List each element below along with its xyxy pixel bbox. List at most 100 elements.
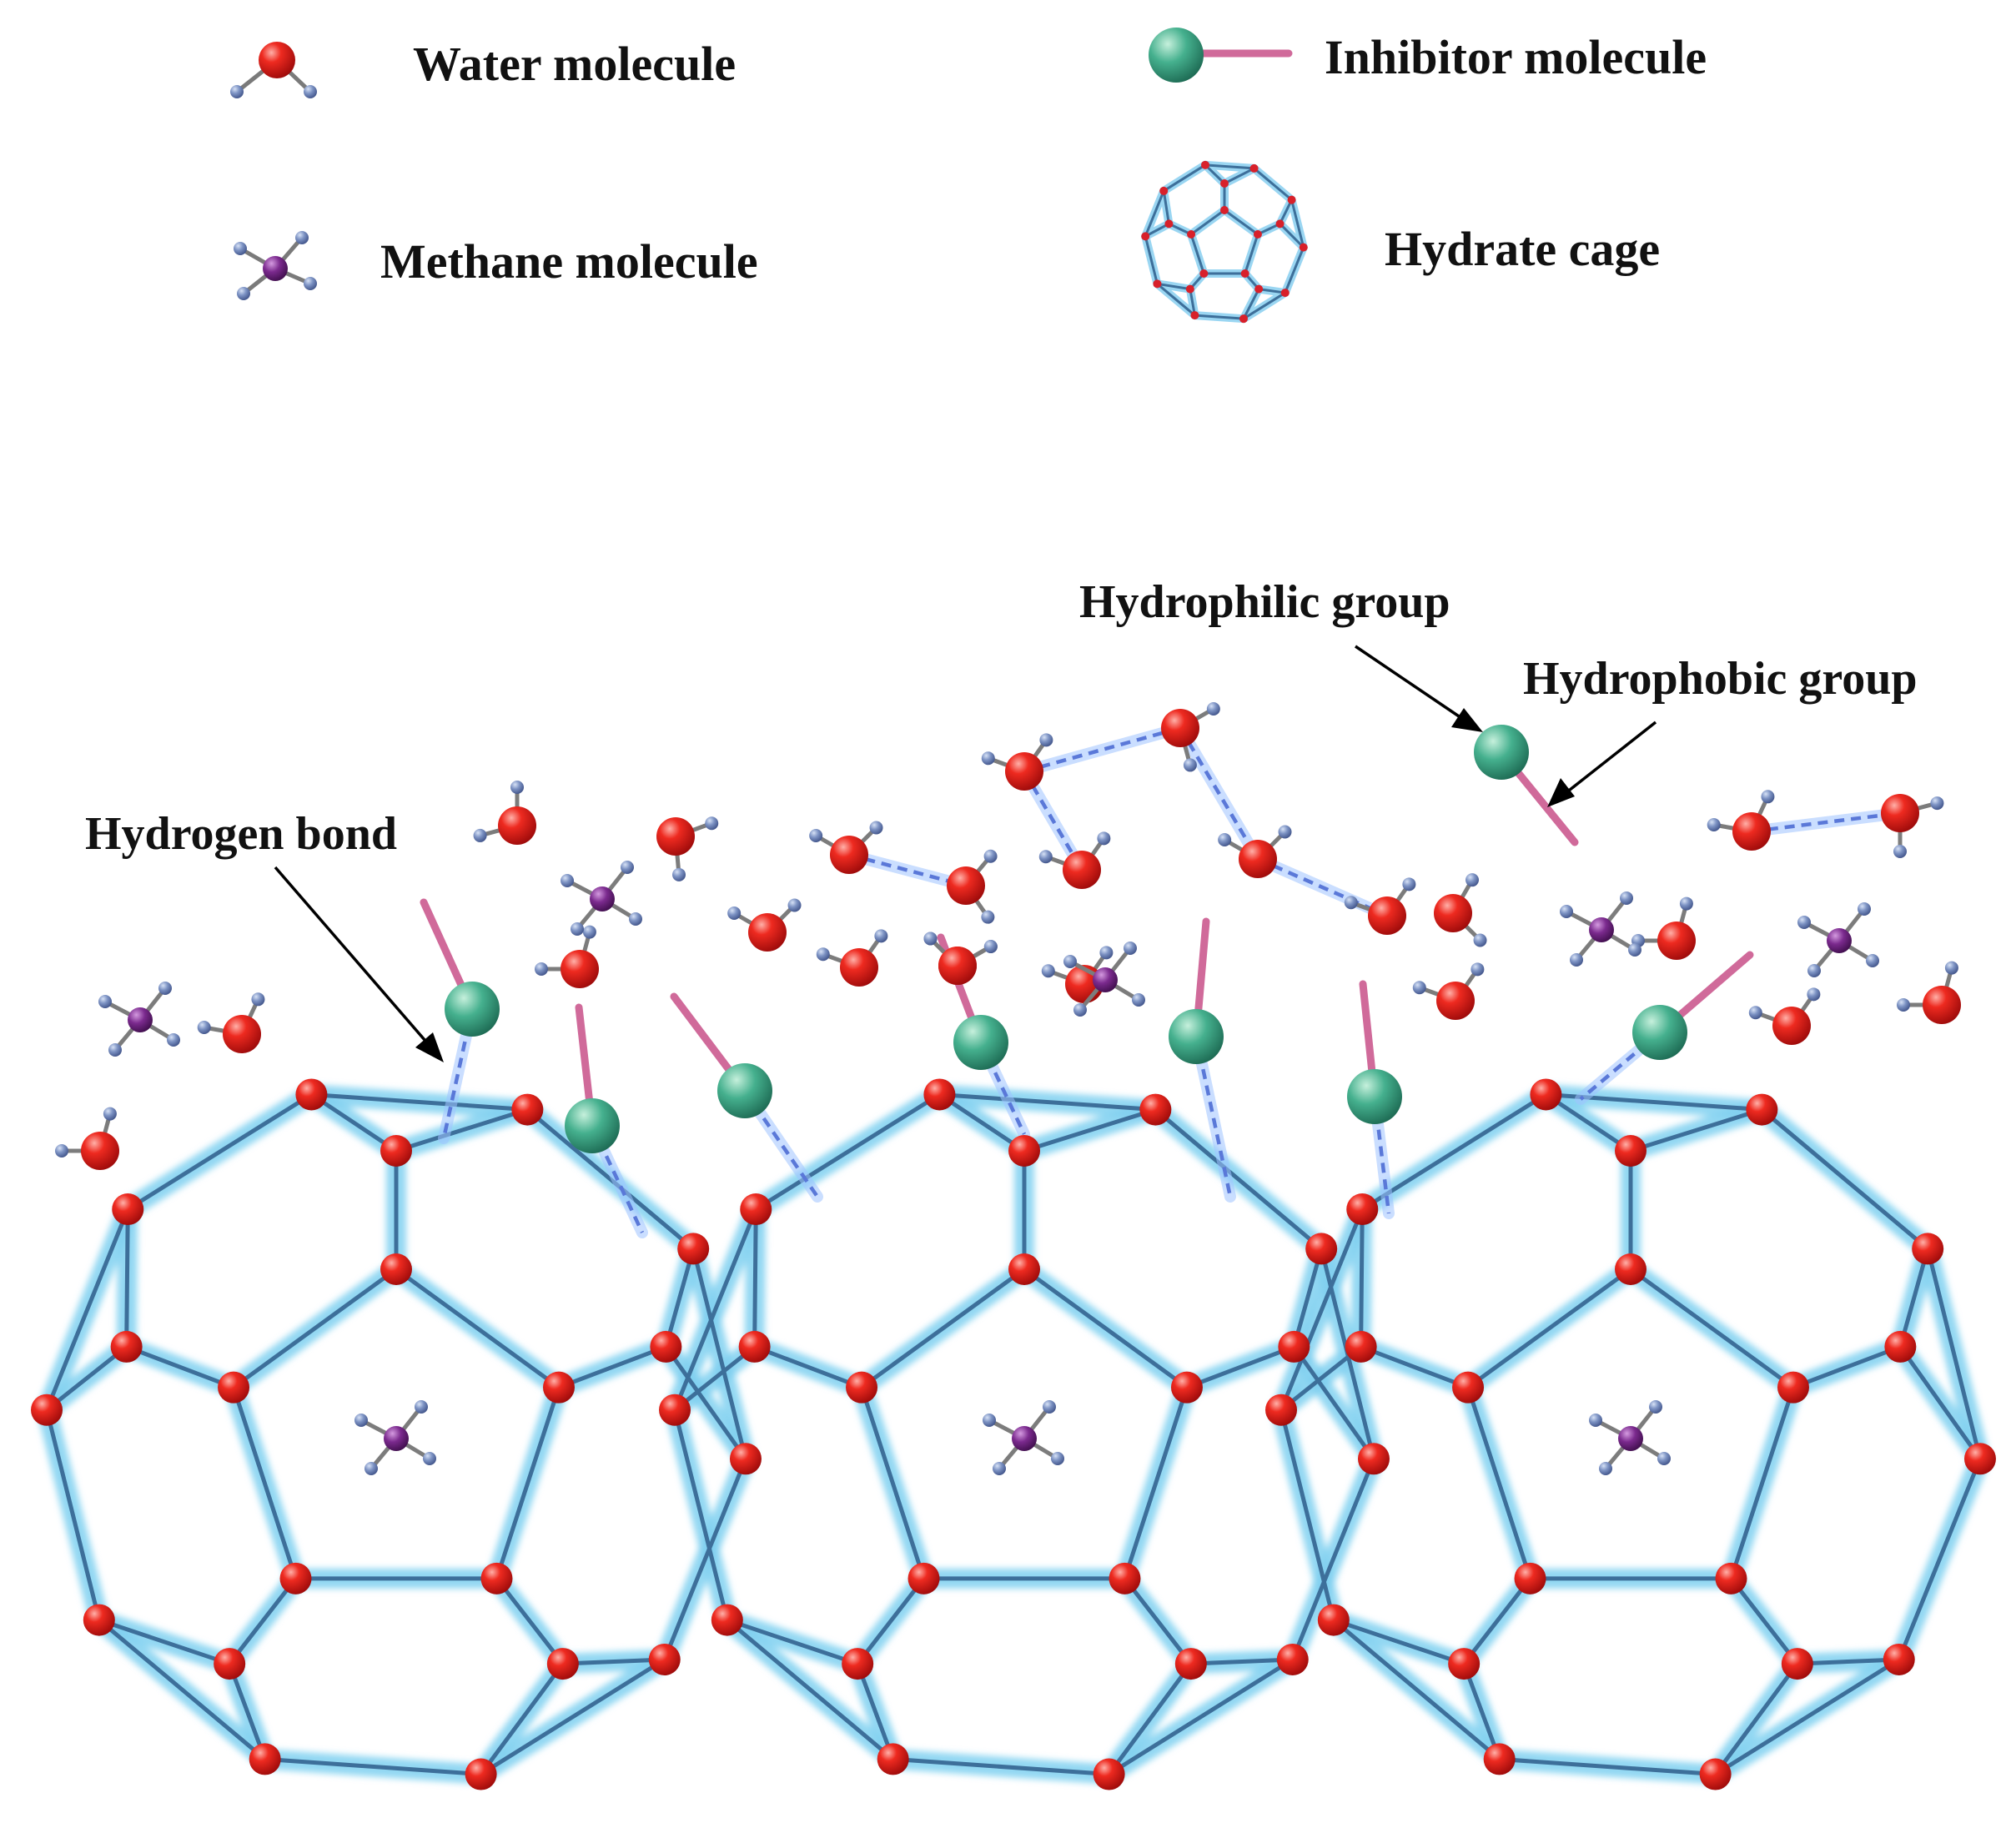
legend-cage-edge — [1144, 223, 1170, 238]
cage-edge — [1461, 1661, 1502, 1761]
hydrogen-atom — [1278, 825, 1292, 839]
legend-cage-edge — [1290, 199, 1305, 248]
oxygen-atom — [1963, 1443, 1996, 1475]
oxygen-atom — [1357, 1443, 1390, 1475]
hydrogen-atom — [816, 947, 830, 962]
hydrogen-atom — [1344, 896, 1358, 910]
oxygen-atom — [112, 1193, 144, 1226]
oxygen-atom — [648, 1643, 681, 1675]
oxygen-atom — [650, 1330, 682, 1363]
legend-cage-edge — [1224, 208, 1259, 236]
oxygen-atom — [218, 1371, 250, 1404]
oxygen-atom — [846, 1371, 878, 1404]
water-molecule — [923, 932, 998, 985]
oxygen-atom — [1368, 896, 1406, 935]
hydrogen-atom — [415, 1400, 428, 1414]
cage-edge — [1107, 1661, 1194, 1777]
legend-cage-vertex — [1240, 269, 1249, 278]
hydrophobic-group-arrow — [1547, 721, 1657, 807]
oxygen-atom — [1777, 1371, 1809, 1404]
oxygen-atom — [561, 950, 599, 988]
legend-inhibitor-symbol — [1149, 28, 1293, 83]
methane-molecule — [1063, 942, 1145, 1017]
hydrogen-atom — [1041, 964, 1055, 978]
hydrogen-bond — [1023, 726, 1181, 774]
cage-edge — [1898, 1344, 1983, 1461]
hydrogen-atom — [197, 1021, 211, 1035]
legend-cage-vertex — [1141, 232, 1150, 241]
hydrogen-atom — [1944, 961, 1958, 975]
hydrogen-atom — [1797, 916, 1811, 929]
hydrogen-atom — [1073, 1003, 1087, 1017]
cage-edge — [725, 1618, 860, 1666]
oxygen-atom — [1239, 840, 1277, 878]
oxygen-atom — [1305, 1233, 1338, 1265]
legend-cage-edge — [1284, 247, 1305, 294]
hydrogen-atom — [1039, 733, 1053, 747]
oxygen-atom — [656, 817, 695, 856]
hydrogen-atom — [1893, 845, 1907, 858]
oxygen-atom — [1923, 986, 1961, 1024]
oxygen-atom — [1265, 1394, 1298, 1426]
inhibitor-molecule — [1474, 725, 1579, 846]
oxygen-atom — [938, 947, 977, 985]
hydrogen-atom — [1471, 962, 1485, 977]
cage-edge — [1153, 1107, 1324, 1251]
hydrogen-atom — [423, 1452, 436, 1465]
hydrogen-atom — [983, 940, 998, 953]
carbon-atom — [384, 1426, 409, 1451]
cage-edge — [44, 1207, 130, 1413]
oxygen-atom — [1093, 1758, 1125, 1790]
hydrogen-atom — [1707, 818, 1721, 832]
hydrogen-atom — [1560, 905, 1573, 918]
oxygen-atom — [729, 1443, 762, 1475]
legend-cage-edge — [1157, 282, 1191, 291]
hydrogen-atom — [1858, 902, 1871, 916]
hydrogen-atom — [1218, 833, 1232, 846]
oxygen-atom — [1317, 1604, 1350, 1636]
water-molecule — [1897, 961, 1961, 1024]
cage-edge — [1728, 1576, 1800, 1666]
oxygen-atom — [380, 1135, 412, 1167]
oxygen-atom — [1008, 1253, 1040, 1285]
cage-vertex-layer — [31, 1078, 1996, 1790]
inhibitor-molecule — [1169, 917, 1224, 1064]
water-molecule — [1434, 873, 1487, 947]
legend-cage-edge — [1189, 234, 1205, 274]
legend-cage-edge — [1144, 236, 1159, 284]
legend-cage-edge — [1253, 167, 1293, 201]
methane-molecule — [354, 1400, 436, 1475]
cage-edge — [309, 1092, 399, 1153]
oxygen-atom — [1514, 1562, 1546, 1594]
legend-cage-vertex — [1220, 206, 1229, 214]
cage-edge — [556, 1344, 668, 1390]
cage-edge — [124, 1207, 130, 1349]
methane-molecule — [1560, 891, 1641, 967]
inhibitor-molecule — [565, 1003, 620, 1153]
water-molecule — [1038, 831, 1111, 889]
cage-edge — [1122, 1576, 1194, 1666]
oxygen-atom — [295, 1078, 328, 1111]
water-molecule — [816, 929, 888, 987]
legend-inhibitor-label: Inhibitor molecule — [1325, 30, 1707, 84]
hydrogen-atom — [364, 1462, 378, 1475]
inhibitor-head — [1474, 725, 1529, 780]
cage-edge — [494, 1576, 566, 1666]
cage-edge — [1107, 1657, 1295, 1777]
oxygen-atom — [1657, 922, 1696, 960]
cage-edge — [525, 1107, 696, 1251]
hydrogen-atom — [983, 1414, 996, 1427]
cage-edge — [44, 1408, 102, 1623]
water-molecule — [55, 1107, 119, 1170]
cage-edge — [1898, 1246, 1930, 1349]
hydrogen-atom — [1589, 1414, 1602, 1427]
methane-molecule — [98, 982, 180, 1057]
hydrogen-atom — [1628, 943, 1641, 957]
oxygen-atom — [83, 1604, 115, 1636]
cage-edge — [97, 1618, 268, 1761]
methane-molecule — [561, 861, 642, 936]
inhibitor-head — [445, 982, 500, 1037]
cage-edge — [1360, 1092, 1548, 1212]
oxygen-atom — [1139, 1093, 1172, 1126]
water-molecule — [1161, 702, 1220, 772]
